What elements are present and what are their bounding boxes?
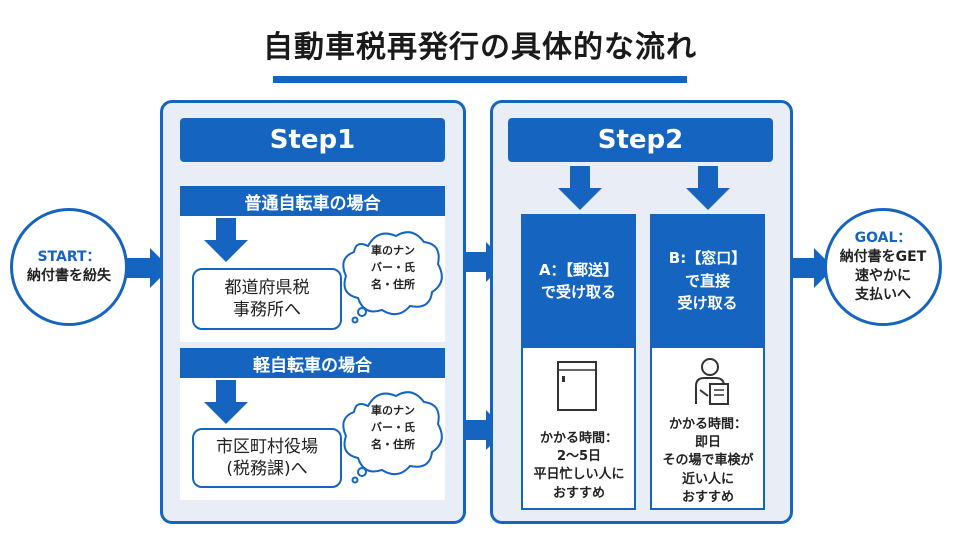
option-title-line: で受け取る [540,283,616,301]
thought-cloud-icon [342,391,443,484]
goal-line: 支払いへ [855,286,911,303]
option-title-line: A：【郵送】 [538,260,619,279]
note-line: 車のナン [371,244,415,257]
dest-line: 都道府県税 [224,277,310,298]
page-title: 自動車税再発行の具体的な流れ [263,30,697,65]
start-text: 納付書を紛失 [27,268,111,284]
note-line: バー・氏 [371,421,415,435]
option-mail-details: かかる時間： 2～5日 平日忙しい人に おすすめ [524,430,634,503]
arrow-step2-to-goal-icon [792,248,834,288]
option-counter-title: B:【窓口】で直接受け取る [650,214,765,348]
note-line: バー・氏 [371,261,415,275]
arrow-down-icon [686,166,730,210]
option-counter-details: かかる時間： 即日 その場で車検が 近い人に おすすめ [652,416,764,507]
detail-line: 2～5日 [556,449,602,465]
option-title-line: で直接 [684,271,730,290]
title-underline [273,76,687,83]
option-mail-title: A：【郵送】で受け取る [521,214,636,348]
note-line: 名・住所 [371,438,415,452]
step2-header: Step2 [508,118,773,162]
option-title-line: B:【窓口】 [668,249,747,268]
dest-prefecture-tax-office: 都道府県税事務所へ [192,268,342,330]
goal-circle: GOAL： 納付書をGET 速やかに 支払いへ [824,208,942,326]
detail-line: 平日忙しい人に [533,467,625,483]
dest-line: 事務所へ [233,300,301,320]
note-line: 名・住所 [371,278,415,292]
mailbox-icon [557,361,597,411]
section-title-light: 軽自転車の場合 [180,348,445,378]
dest-city-office: 市区町村役場(税務課)へ [192,428,342,488]
note-regular: 車のナン バー・氏 名・住所 [350,242,436,293]
detail-line: おすすめ [681,489,734,505]
arrow-down-icon [204,218,248,262]
arrow-down-icon [204,380,248,424]
detail-line: かかる時間： [668,417,747,432]
note-line: 車のナン [371,404,415,417]
start-label: START： [37,249,101,266]
arrow-down-icon [558,166,602,210]
detail-line: おすすめ [552,485,605,501]
step1-header: Step1 [180,118,445,162]
goal-line: 納付書をGET [839,249,927,266]
detail-line: かかる時間： [539,431,618,446]
arrow-start-to-step1-icon [126,248,170,288]
goal-label: GOAL： [854,230,912,247]
option-title-line: 受け取る [677,294,738,313]
goal-line: 速やかに [855,268,911,284]
dest-line: 市区町村役場 [216,436,318,457]
note-light: 車のナン バー・氏 名・住所 [350,402,436,453]
detail-line: 即日 [694,435,721,451]
detail-line: その場で車検が [662,453,754,469]
section-title-regular: 普通自転車の場合 [180,186,445,216]
dest-line: (税務課)へ [226,459,308,479]
clerk-icon [695,358,729,405]
detail-line: 近い人に [681,471,734,487]
thought-cloud-icon [342,231,443,324]
start-circle: START： 納付書を紛失 [10,208,128,326]
